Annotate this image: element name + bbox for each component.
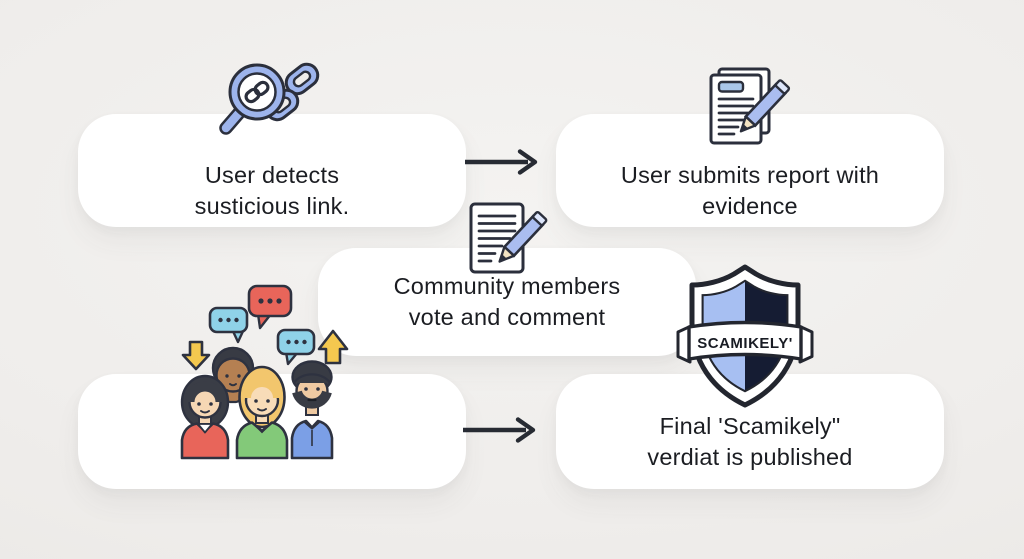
downvote-arrow-icon (181, 340, 211, 371)
step-report-line2: evidence (702, 192, 798, 219)
people-group-illustration (180, 284, 349, 460)
pencil-icon (498, 211, 548, 263)
document-pencil-icon (709, 67, 791, 145)
step-vote-line2: vote and comment (408, 304, 606, 330)
step-verdict-line1: Final 'Scamikely" (659, 412, 841, 439)
scamikely-shield-icon: SCAMIKELY' (676, 264, 814, 408)
person-center-woman (235, 365, 289, 460)
shield-banner-text: SCAMIKELY' (697, 335, 793, 352)
step-detect-line2: susticious link. (194, 192, 350, 219)
step-card-vote: Community members vote and comment (318, 248, 696, 356)
person-left-woman (180, 374, 230, 460)
document-pencil-icon (469, 202, 548, 274)
speech-bubble-icon (208, 306, 249, 344)
step-card-detect: User detects susticious link. (78, 114, 466, 227)
arrow-right-icon (465, 149, 538, 175)
pencil-icon (739, 79, 791, 133)
upvote-arrow-icon (317, 329, 349, 365)
step-detect-line1: User detects (204, 161, 340, 188)
step-report-line1: User submits report with (620, 161, 880, 188)
speech-bubble-icon (276, 328, 316, 366)
person-right-man (290, 360, 334, 460)
speech-bubble-icon (247, 284, 293, 330)
magnifier-chain-link-icon (219, 62, 320, 135)
arrow-right-icon (463, 417, 536, 443)
step-vote-line1: Community members (393, 273, 621, 299)
step-verdict-line2: verdiat is published (647, 443, 853, 470)
